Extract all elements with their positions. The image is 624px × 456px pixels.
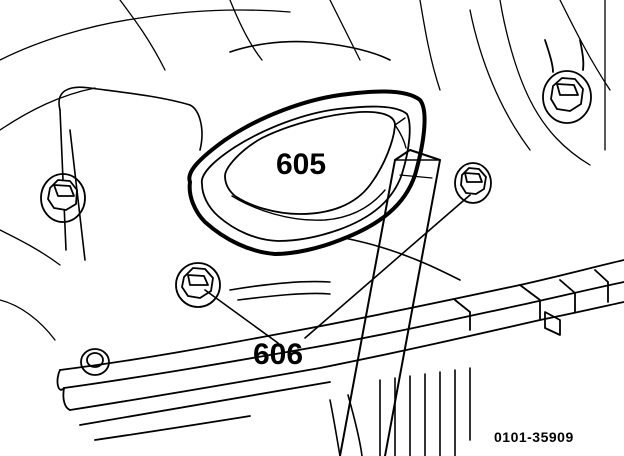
callout-606: 606 (253, 338, 304, 371)
bolt-upper-right (542, 39, 592, 124)
leader-606-right (304, 194, 471, 339)
callout-605: 605 (276, 148, 327, 181)
cover-605 (187, 89, 427, 256)
bolt-lower-left (80, 348, 110, 376)
bolt-606-left (175, 262, 221, 308)
cover-605-raised-face (224, 110, 396, 215)
figure-number: 0101-35909 (494, 429, 574, 445)
bolt-606-right (454, 162, 492, 204)
lower-ribs (329, 367, 471, 456)
pry-tool (339, 149, 441, 456)
bolt-left (40, 173, 86, 223)
base-flange (56, 259, 624, 441)
housing-background-lines (0, 0, 611, 341)
cover-605-inner-rim (201, 105, 411, 242)
leader-lines-606 (204, 194, 471, 344)
leader-606-left (204, 289, 279, 344)
